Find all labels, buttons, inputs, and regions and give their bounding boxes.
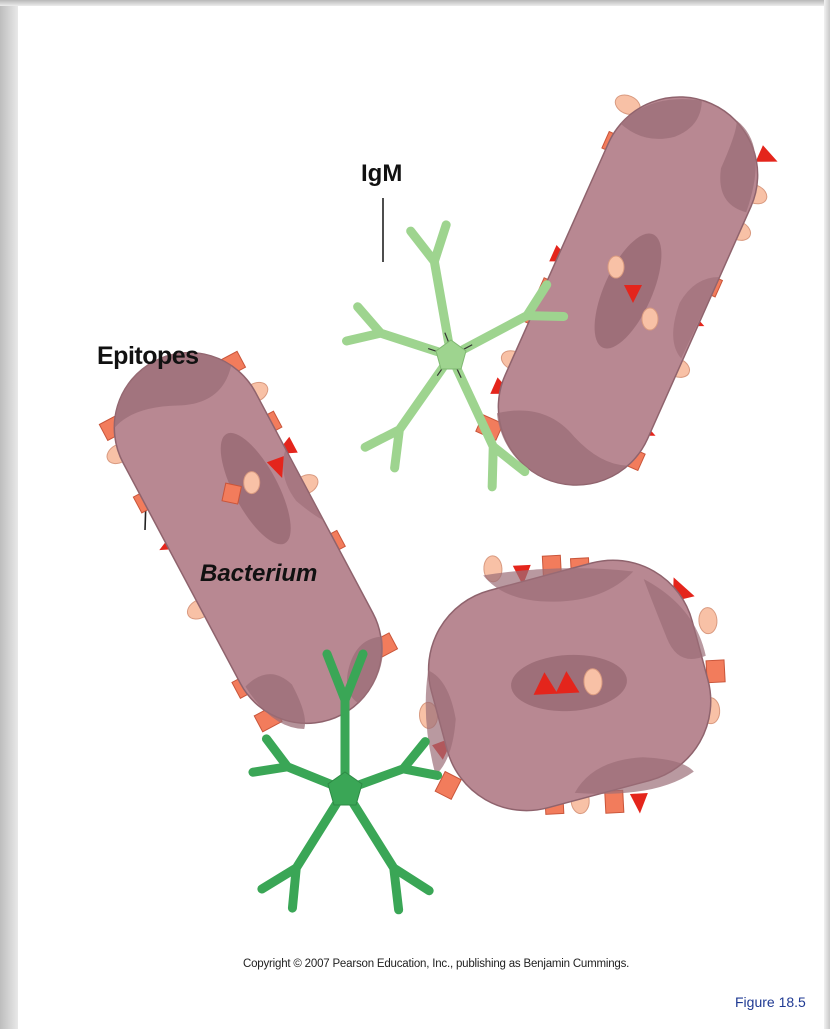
epitopes-label: Epitopes xyxy=(97,342,199,371)
bacterium-left xyxy=(76,320,421,757)
bacterium-top-right xyxy=(463,68,792,515)
bacterium-label: Bacterium xyxy=(200,560,317,588)
copyright-notice: Copyright © 2007 Pearson Education, Inc.… xyxy=(243,958,629,970)
igm-label: IgM xyxy=(361,160,402,188)
figure-number: Figure 18.5 xyxy=(735,994,806,1010)
bacterium-bottom-right xyxy=(407,539,732,831)
